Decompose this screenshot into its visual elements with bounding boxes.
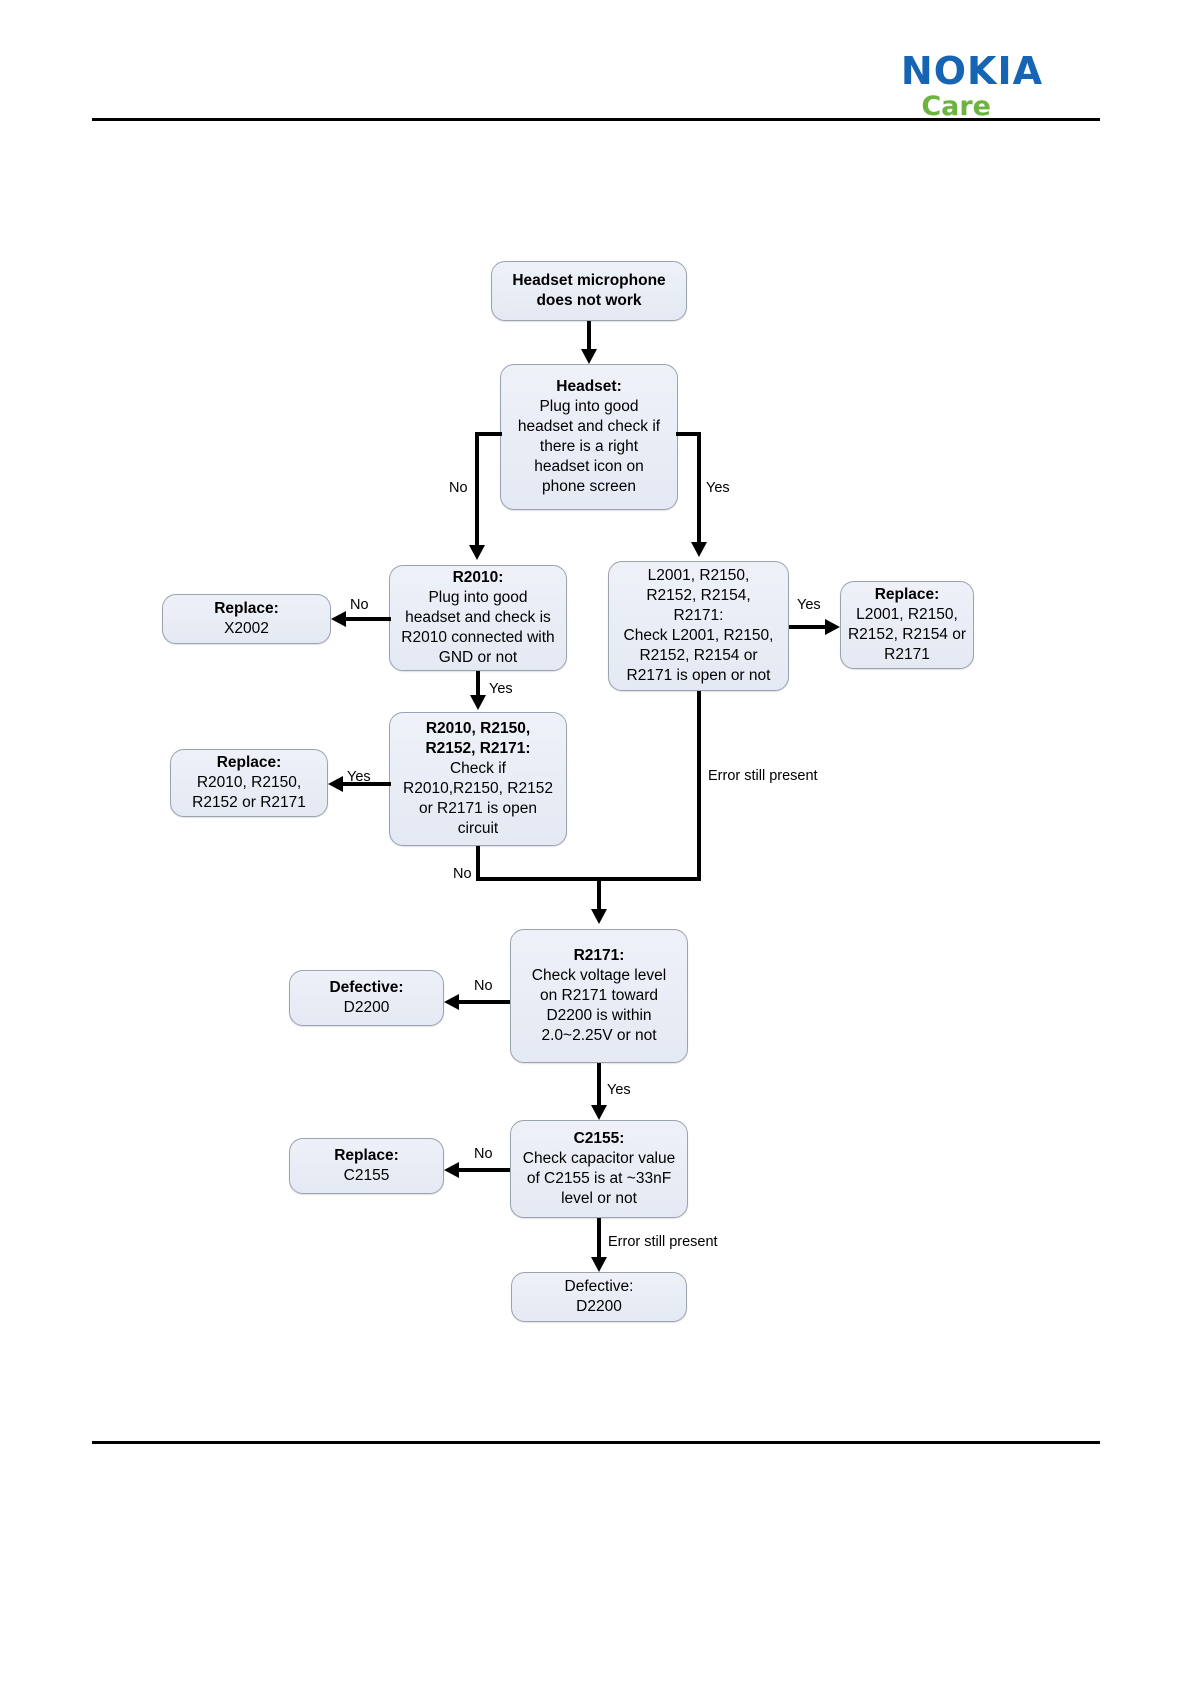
- edge-label-r2010-group-yes: Yes: [347, 769, 371, 785]
- nokia-care-logo: NOKIA Care: [901, 52, 1043, 120]
- arrowhead-headset-yes: [691, 542, 707, 557]
- edge-l2001-yes: [789, 625, 825, 629]
- node-replace-c2155: Replace: C2155: [289, 1138, 444, 1194]
- node-r2010-group-body: Check if R2010,R2150, R2152 or R2171 is …: [403, 760, 553, 837]
- arrowhead-r2010-group-yes: [328, 776, 343, 792]
- edge-r2010-group-no-v: [476, 846, 480, 881]
- node-defective-d2200-upper-title: Defective:: [329, 979, 404, 996]
- edge-headset-no-h: [475, 432, 502, 436]
- arrowhead-r2010-yes: [470, 695, 486, 710]
- edge-headset-yes-v: [697, 432, 701, 542]
- node-defective-d2200-lower-title: Defective:: [564, 1278, 634, 1295]
- node-defective-d2200-lower-body: D2200: [576, 1298, 622, 1315]
- node-headset-check: Headset: Plug into good headset and chec…: [500, 364, 678, 510]
- arrowhead-c2155-no: [444, 1162, 459, 1178]
- node-replace-l2001: Replace: L2001, R2150, R2152, R2154 or R…: [840, 581, 974, 669]
- edge-join-to-r2171-v: [597, 877, 601, 909]
- node-headset-title: Headset:: [556, 378, 622, 395]
- arrowhead-l2001-yes: [825, 619, 840, 635]
- edge-label-r2010-group-no: No: [453, 866, 472, 882]
- edge-start-to-headset: [587, 321, 591, 349]
- edge-label-r2010-yes: Yes: [489, 681, 513, 697]
- node-replace-x2002-title: Replace:: [214, 600, 279, 617]
- node-c2155-title: C2155:: [573, 1130, 625, 1147]
- arrowhead-c2155-error: [591, 1257, 607, 1272]
- edge-label-headset-yes: Yes: [706, 480, 730, 496]
- node-replace-l2001-title: Replace:: [874, 586, 940, 603]
- node-replace-c2155-title: Replace:: [334, 1147, 399, 1164]
- node-r2010-body: Plug into good headset and check is R201…: [401, 589, 555, 666]
- footer-rule: [92, 1441, 1100, 1444]
- node-replace-r2010-group: Replace: R2010, R2150, R2152 or R2171: [170, 749, 328, 817]
- edge-headset-no-v: [475, 432, 479, 545]
- nokia-wordmark: NOKIA: [900, 49, 1043, 93]
- edge-label-c2155-error: Error still present: [608, 1234, 718, 1250]
- node-replace-l2001-body: L2001, R2150, R2152, R2154 or R2171: [847, 606, 967, 663]
- edge-label-r2171-no: No: [474, 978, 493, 994]
- node-r2010-group-title: R2010, R2150, R2152, R2171:: [425, 720, 531, 757]
- node-replace-c2155-body: C2155: [343, 1167, 390, 1184]
- care-wordmark: Care: [921, 91, 991, 122]
- node-start: Headset microphone does not work: [491, 261, 687, 321]
- arrowhead-headset-no: [469, 545, 485, 560]
- edge-r2171-no: [459, 1000, 510, 1004]
- node-r2010-title: R2010:: [452, 569, 504, 586]
- node-defective-d2200-upper-body: D2200: [343, 999, 390, 1016]
- node-l2001-title: L2001, R2150, R2152, R2154, R2171:: [646, 567, 751, 624]
- edge-r2010-yes: [476, 671, 480, 695]
- edge-r2010-group-no-h: [476, 877, 601, 881]
- edge-label-l2001-yes: Yes: [797, 597, 821, 613]
- node-c2155-body: Check capacitor value of C2155 is at ~33…: [522, 1150, 676, 1207]
- arrowhead-r2171-yes: [591, 1105, 607, 1120]
- edge-r2171-yes: [597, 1063, 601, 1105]
- edge-r2010-no: [346, 617, 391, 621]
- node-defective-d2200-lower: Defective: D2200: [511, 1272, 687, 1322]
- edge-r2010-group-yes: [343, 782, 391, 786]
- edge-l2001-error-h: [597, 877, 701, 881]
- node-defective-d2200-upper: Defective: D2200: [289, 970, 444, 1026]
- edge-c2155-no: [459, 1168, 510, 1172]
- node-c2155-check: C2155: Check capacitor value of C2155 is…: [510, 1120, 688, 1218]
- edge-l2001-error-v: [697, 691, 701, 881]
- node-replace-r2010-body: R2010, R2150, R2152 or R2171: [192, 774, 306, 811]
- node-l2001-check: L2001, R2150, R2152, R2154, R2171: Check…: [608, 561, 789, 691]
- node-r2010-group-check: R2010, R2150, R2152, R2171: Check if R20…: [389, 712, 567, 846]
- edge-c2155-error: [597, 1218, 601, 1257]
- edge-label-headset-no: No: [449, 480, 468, 496]
- edge-headset-yes-h: [676, 432, 701, 436]
- node-l2001-body: Check L2001, R2150, R2152, R2154 or R217…: [623, 627, 774, 684]
- header-rule: [92, 118, 1100, 121]
- node-r2171-voltage-check: R2171: Check voltage level on R2171 towa…: [510, 929, 688, 1063]
- edge-label-l2001-error: Error still present: [708, 768, 818, 784]
- arrowhead-r2010-no: [331, 611, 346, 627]
- arrowhead-join-to-r2171: [591, 909, 607, 924]
- node-r2171-title: R2171:: [573, 947, 625, 964]
- node-r2010-check: R2010: Plug into good headset and check …: [389, 565, 567, 671]
- edge-label-r2010-no: No: [350, 597, 369, 613]
- edge-label-c2155-no: No: [474, 1146, 493, 1162]
- node-replace-r2010-title: Replace:: [216, 754, 282, 771]
- node-replace-x2002: Replace: X2002: [162, 594, 331, 644]
- node-start-title: Headset microphone does not work: [512, 272, 666, 309]
- arrowhead-start-to-headset: [581, 349, 597, 364]
- node-r2171-body: Check voltage level on R2171 toward D220…: [531, 967, 667, 1044]
- node-replace-x2002-body: X2002: [224, 620, 269, 637]
- arrowhead-r2171-no: [444, 994, 459, 1010]
- edge-label-r2171-yes: Yes: [607, 1082, 631, 1098]
- node-headset-body: Plug into good headset and check if ther…: [517, 398, 661, 495]
